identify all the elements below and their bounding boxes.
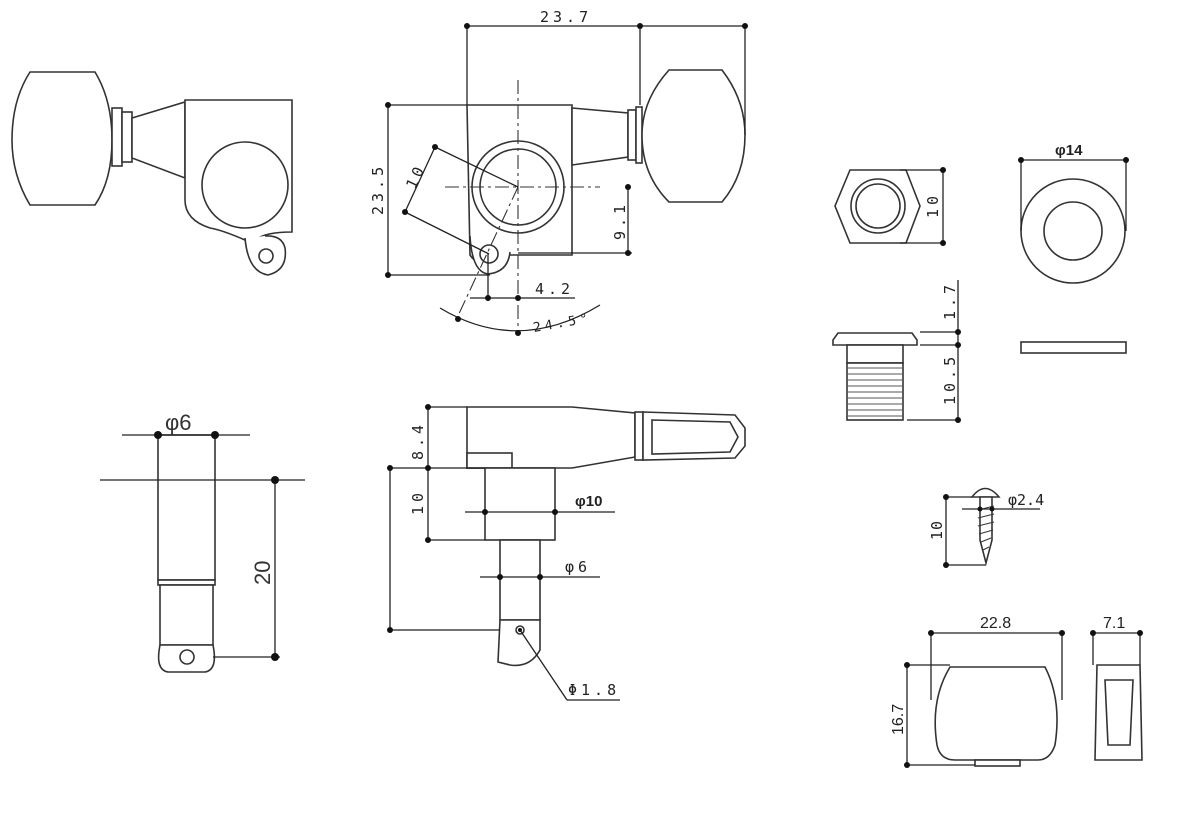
tuner-button: 22.8 7.1 16.7 [890, 615, 1143, 768]
tuner-side-view: 8.4 10 φ10 φ6 Φ1.8 [387, 404, 746, 701]
dim-overall-width: 23.7 [540, 8, 592, 26]
dim-screw-diameter: φ2.4 [1008, 491, 1044, 509]
dim-button-thickness: 7.1 [1103, 615, 1125, 632]
dim-bushing-section: 10 [409, 489, 427, 515]
dim-button-width: 22.8 [980, 615, 1011, 632]
dim-nut-size: 10 [924, 192, 942, 218]
mounting-screw: 10 φ2.4 [928, 487, 1044, 568]
bushing-side-view: 1.7 10.5 [832, 280, 961, 423]
dim-washer-diameter: φ14 [1055, 142, 1083, 159]
dim-hole-vertical-offset: 9.1 [611, 201, 629, 240]
dim-hole-angle: 24.5° [532, 311, 593, 336]
dim-screw-length: 10 [928, 520, 946, 540]
washer: φ14 [1018, 142, 1129, 354]
dim-screw-hole-radius: 10 [402, 160, 429, 191]
dim-body-height: 23.5 [369, 163, 387, 215]
dim-bushing-flange: 1.7 [941, 281, 959, 320]
hex-nut: 10 [834, 167, 946, 246]
dim-body-thickness: 8.4 [409, 421, 427, 460]
dim-hole-horizontal-offset: 4.2 [535, 280, 574, 298]
dim-post-height: 20 [250, 561, 275, 585]
dim-string-hole: Φ1.8 [568, 681, 620, 699]
tuner-front-view-dimensioned: 23.7 23.5 10 9.1 4.2 24.5° [369, 8, 748, 336]
post-front-view: φ6 20 [100, 410, 305, 673]
dim-post-diameter-front: φ6 [165, 410, 192, 435]
dim-bushing-diameter: φ10 [575, 493, 602, 510]
dim-button-height: 16.7 [890, 704, 907, 735]
dim-bushing-thread-length: 10.5 [941, 353, 959, 405]
tuner-front-view-left [11, 71, 293, 276]
dim-post-diameter-side: φ6 [565, 558, 591, 576]
